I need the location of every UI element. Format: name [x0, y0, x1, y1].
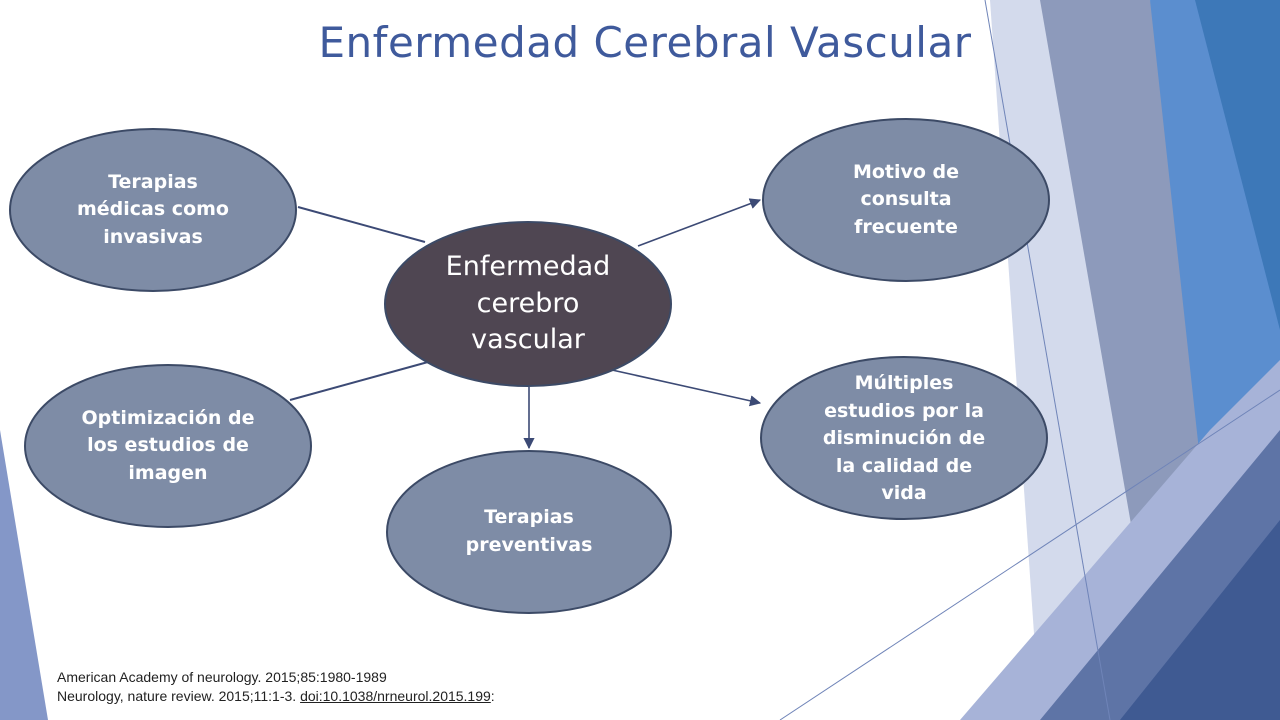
deco-shape-navy: [1120, 520, 1280, 720]
node-center: [384, 221, 672, 387]
deco-line-2: [779, 389, 1280, 720]
reference-2: Neurology, nature review. 2015;11:1-3. d…: [57, 688, 495, 704]
label-optimizacion: Optimización de los estudios de imagen: [81, 406, 255, 484]
doi-link[interactable]: doi:10.1038/nrneurol.2015.199: [300, 688, 491, 704]
deco-left-stripe: [0, 430, 48, 720]
label-motivo-consulta: Motivo de consulta frecuente: [852, 160, 960, 238]
arrow-motivo-consulta: [637, 198, 762, 247]
slide-title: Enfermedad Cerebral Vascular: [318, 18, 972, 67]
label-multiples-estudios: Múltiples estudios por la disminución de…: [822, 372, 986, 505]
connector-optimizacion: [289, 361, 429, 401]
label-terapias-preventivas: Terapias preventivas: [465, 506, 593, 556]
deco-line-1: [984, 0, 1111, 720]
node-terapias-preventivas: [386, 450, 672, 614]
node-multiples-estudios: [760, 356, 1048, 520]
deco-shape-mid-blue: [1195, 0, 1280, 330]
label-center: Enfermedad cerebro vascular: [445, 251, 611, 356]
node-optimizacion: [24, 364, 312, 528]
connector-terapias-medicas: [297, 206, 426, 243]
reference-1: American Academy of neurology. 2015;85:1…: [57, 669, 387, 685]
node-motivo-consulta: [762, 118, 1050, 282]
references: American Academy of neurology. 2015;85:1…: [57, 668, 495, 706]
node-terapias-medicas: [9, 128, 297, 292]
arrow-multiples-estudios: [611, 369, 762, 407]
label-terapias-medicas: Terapias médicas como invasivas: [77, 170, 229, 248]
